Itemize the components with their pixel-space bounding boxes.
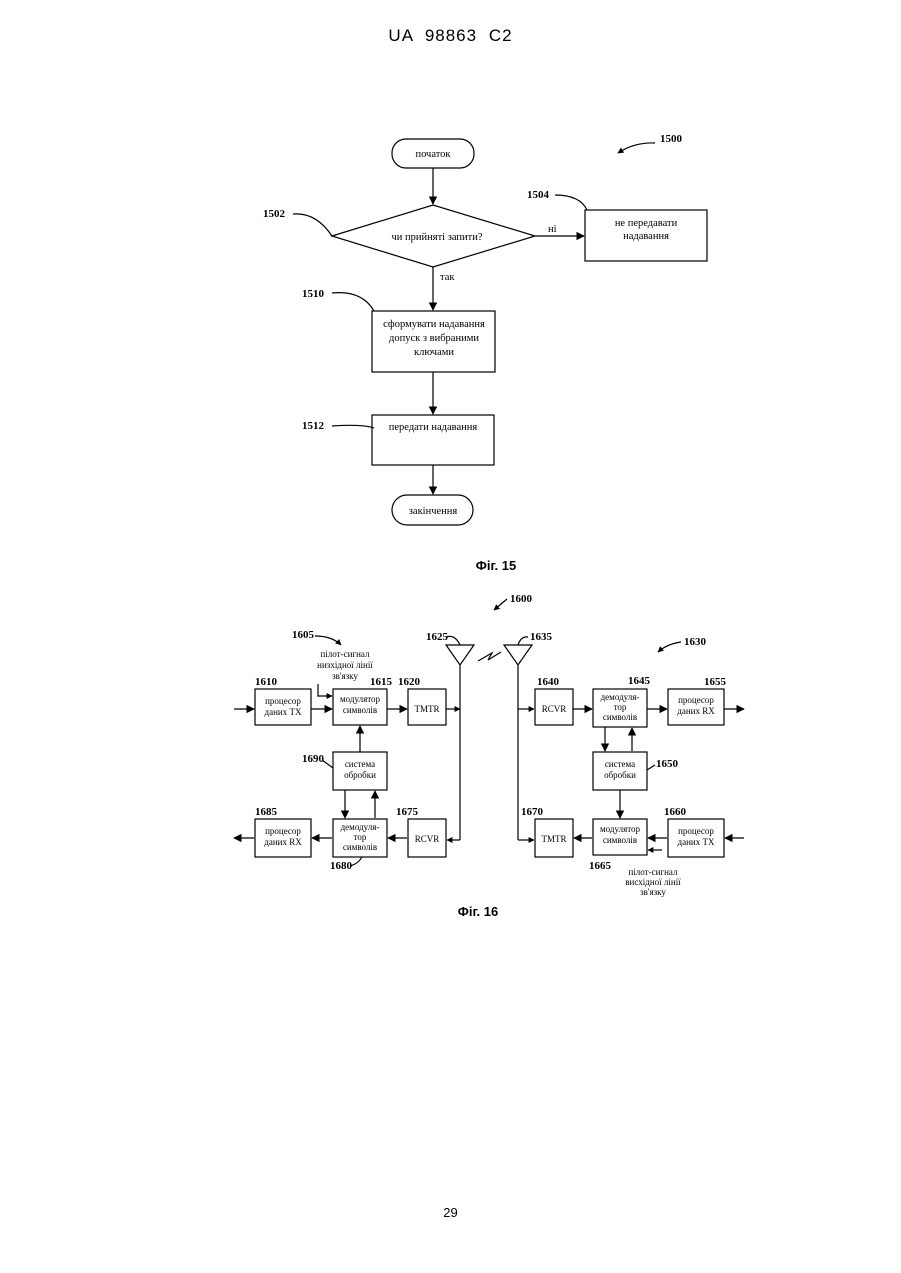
ref-1512-leader <box>332 425 374 428</box>
sym-demod-right-line3: символів <box>603 712 637 722</box>
ref-1605-arrow <box>315 636 341 645</box>
send-grant-label: передати надавання <box>389 422 478 433</box>
ref-1650-leader <box>647 765 655 770</box>
sym-mod-left-line2: символів <box>343 705 377 715</box>
fig16-block-diagram: 1600 1605 1630 1625 1635 пілот-сигнал ни… <box>234 593 744 897</box>
ref-1660: 1660 <box>664 806 687 818</box>
rx-proc-right-line1: процесор <box>678 695 714 705</box>
ref-1502: 1502 <box>263 208 286 220</box>
ref-1504: 1504 <box>527 189 550 201</box>
ref-1615: 1615 <box>370 676 393 688</box>
form-grant-line1: сформувати надавання <box>383 319 485 330</box>
ref-1650: 1650 <box>656 758 679 770</box>
tx-proc-right-line1: процесор <box>678 826 714 836</box>
sym-demod-left-line3: символів <box>343 842 377 852</box>
decision-label: чи прийняті запити? <box>392 232 483 243</box>
pilot-uplink-line3: зв'язку <box>640 887 666 897</box>
ref-1510: 1510 <box>302 288 325 300</box>
ref-1502-leader <box>293 214 332 236</box>
processing-right-line2: обробки <box>604 770 636 780</box>
no-transmit-line2: надавання <box>623 231 669 242</box>
ref-1630-arrow <box>658 642 681 652</box>
pilot-uplink-line1: пілот-сигнал <box>628 867 678 877</box>
rx-proc-left-line2: даних RX <box>264 837 302 847</box>
processing-right-line1: система <box>605 759 635 769</box>
ref-1610: 1610 <box>255 676 278 688</box>
antenna-1625 <box>446 645 474 665</box>
ref-1512: 1512 <box>302 420 325 432</box>
ref-1500-arrow <box>618 143 655 153</box>
yes-label: так <box>440 272 455 283</box>
pilot-downlink-line2: низхідної лінії <box>317 660 373 670</box>
ref-1620: 1620 <box>398 676 421 688</box>
pilot-downlink-line3: зв'язку <box>332 671 358 681</box>
ref-1500: 1500 <box>660 133 683 145</box>
fig15-flowchart: 1500 початок чи прийняті запити? 1502 ні… <box>263 133 707 525</box>
processing-left-line1: система <box>345 759 375 769</box>
wireless-link-icon <box>478 652 501 661</box>
pilot-downlink-line1: пілот-сигнал <box>320 649 370 659</box>
ref-1670: 1670 <box>521 806 544 818</box>
ref-1600-arrow <box>494 599 507 610</box>
antenna-1635 <box>504 645 532 665</box>
no-transmit-line1: не передавати <box>615 218 678 229</box>
tmtr-left-label: TMTR <box>414 704 439 714</box>
sym-demod-right-line2: тор <box>614 702 627 712</box>
ref-1510-leader <box>332 293 374 311</box>
fig16-caption: Фіг. 16 <box>428 904 528 919</box>
ref-1625: 1625 <box>426 631 449 643</box>
rx-proc-left-line1: процесор <box>265 826 301 836</box>
pilot-uplink-line2: висхідної лінії <box>625 877 681 887</box>
ref-1690: 1690 <box>302 753 325 765</box>
ref-1640: 1640 <box>537 676 560 688</box>
ref-1504-leader <box>555 195 587 210</box>
ref-1675: 1675 <box>396 806 419 818</box>
rcvr-left-label: RCVR <box>415 834 440 844</box>
form-grant-line2: допуск з вибраними <box>389 333 479 344</box>
ref-1645: 1645 <box>628 675 651 687</box>
ref-1635: 1635 <box>530 631 553 643</box>
rx-proc-right-line2: даних RX <box>677 706 715 716</box>
tmtr-right-label: TMTR <box>541 834 566 844</box>
ref-1655: 1655 <box>704 676 727 688</box>
sym-mod-right-line1: модулятор <box>600 824 641 834</box>
sym-demod-left-line1: демодуля- <box>341 822 380 832</box>
page-number: 29 <box>0 1205 901 1220</box>
ref-1625-leader <box>446 636 460 645</box>
ref-1600: 1600 <box>510 593 533 605</box>
tx-proc-left-line1: процесор <box>265 696 301 706</box>
fig15-caption: Фіг. 15 <box>446 558 546 573</box>
no-label: ні <box>548 224 557 235</box>
sym-mod-right-line2: символів <box>603 835 637 845</box>
sym-mod-left-line1: модулятор <box>340 694 381 704</box>
ref-1630: 1630 <box>684 636 707 648</box>
sym-demod-left-line2: тор <box>354 832 367 842</box>
tx-proc-right-line2: даних ТХ <box>678 837 715 847</box>
start-label: початок <box>415 149 451 160</box>
ref-1665: 1665 <box>589 860 612 872</box>
pilot-downlink-arrow <box>318 684 332 696</box>
ref-1680: 1680 <box>330 860 353 872</box>
processing-left-line2: обробки <box>344 770 376 780</box>
rcvr-right-label: RCVR <box>542 704 567 714</box>
ref-1605: 1605 <box>292 629 315 641</box>
ref-1635-leader <box>518 637 528 645</box>
form-grant-line3: ключами <box>414 347 454 358</box>
ref-1685: 1685 <box>255 806 278 818</box>
end-label: закінчення <box>409 506 458 517</box>
sym-demod-right-line1: демодуля- <box>601 692 640 702</box>
tx-proc-left-line2: даних ТХ <box>265 707 302 717</box>
